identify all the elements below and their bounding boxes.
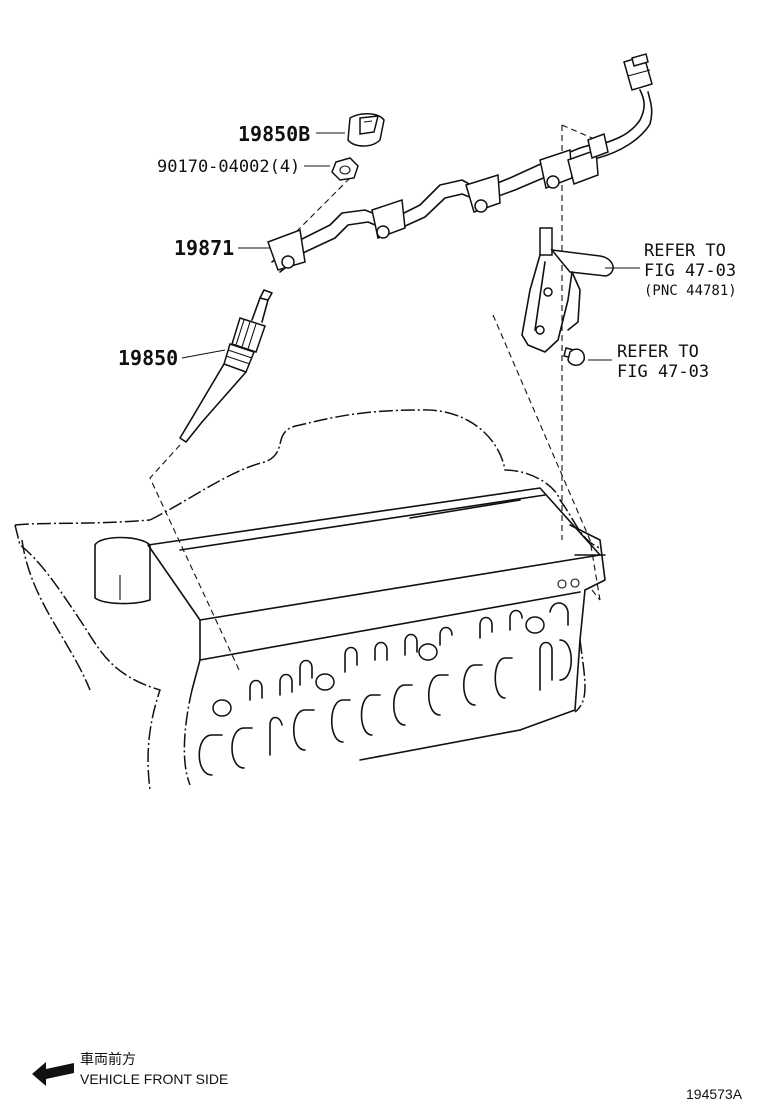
glow-plug-connector-19871 (267, 53, 653, 273)
arrow-left-icon (32, 1062, 74, 1086)
label-19850b: 19850B (238, 122, 310, 146)
refer-a-line3: (PNC 44781) (644, 283, 737, 299)
vehicle-front-jp: 車両前方 (80, 1051, 136, 1067)
label-19850: 19850 (118, 346, 178, 370)
figure-id: 194573A (686, 1086, 743, 1102)
label-90170: 90170-04002(4) (157, 157, 300, 177)
bracket-pnc-44781 (521, 227, 614, 353)
glow-plug-19850 (179, 289, 273, 443)
vehicle-front-side: VEHICLE FRONT SIDE (80, 1071, 228, 1087)
bolt-fig-47-03 (563, 347, 585, 366)
nut-90170 (331, 157, 359, 181)
refer-a-line1: REFER TO (644, 241, 726, 261)
engine-block (14, 409, 606, 791)
refer-b-line1: REFER TO (617, 342, 699, 362)
terminal-cap-19850b (347, 113, 385, 147)
leader-lines (181, 132, 640, 361)
refer-a-line2: FIG 47-03 (644, 261, 736, 281)
label-19871: 19871 (174, 236, 234, 260)
assembly-lines (149, 124, 601, 673)
refer-b-line2: FIG 47-03 (617, 362, 709, 382)
